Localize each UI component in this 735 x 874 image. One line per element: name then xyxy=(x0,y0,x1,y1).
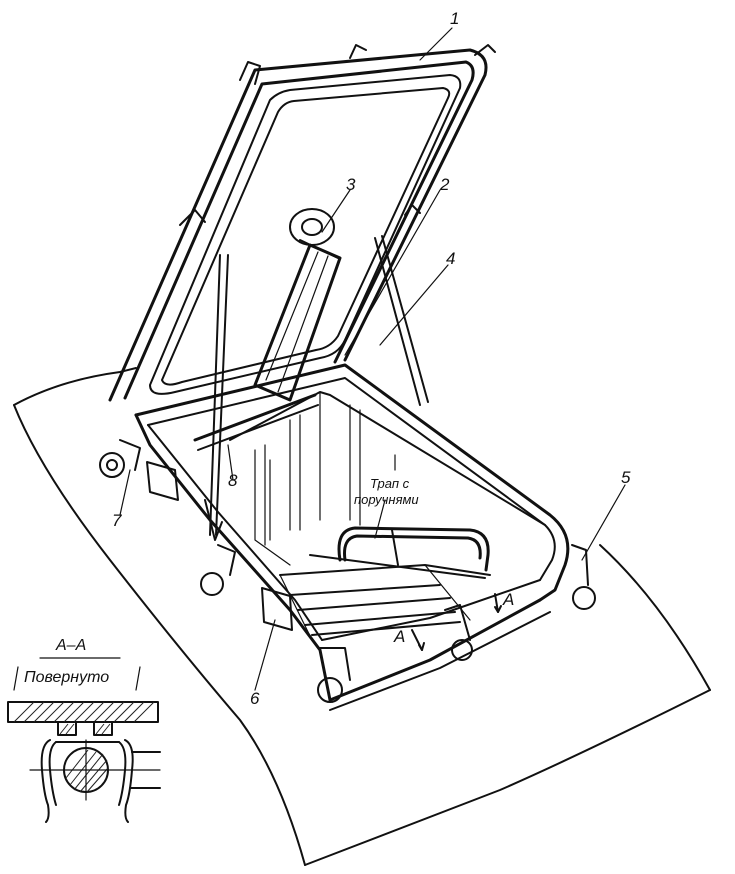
label-7: 7 xyxy=(112,511,122,530)
ladder-label-line2: поручнями xyxy=(354,492,419,507)
ladder-label-line1: Трап с xyxy=(370,476,410,491)
section-title: А–А xyxy=(55,637,86,654)
hatch-opening xyxy=(229,391,546,566)
label-8: 8 xyxy=(228,471,238,490)
locking-bar xyxy=(193,393,319,451)
clamps xyxy=(99,439,596,703)
spring-cylinder xyxy=(253,208,342,402)
label-3: 3 xyxy=(346,175,356,194)
section-subtitle: Повернуто xyxy=(24,669,109,686)
section-view: А–А Повернуто xyxy=(7,637,161,823)
label-4: 4 xyxy=(446,249,455,268)
label-6: 6 xyxy=(250,689,260,708)
section-mark-a-right: A xyxy=(502,590,514,609)
hatch-cover xyxy=(108,44,496,402)
section-mark-a-left: A xyxy=(393,627,405,646)
label-1: 1 xyxy=(450,9,459,28)
label-2: 2 xyxy=(439,175,450,194)
deck-plate xyxy=(13,367,711,866)
label-5: 5 xyxy=(621,468,631,487)
cover-stays xyxy=(204,235,429,541)
section-arrows xyxy=(411,593,502,651)
leader-lines xyxy=(119,27,626,691)
